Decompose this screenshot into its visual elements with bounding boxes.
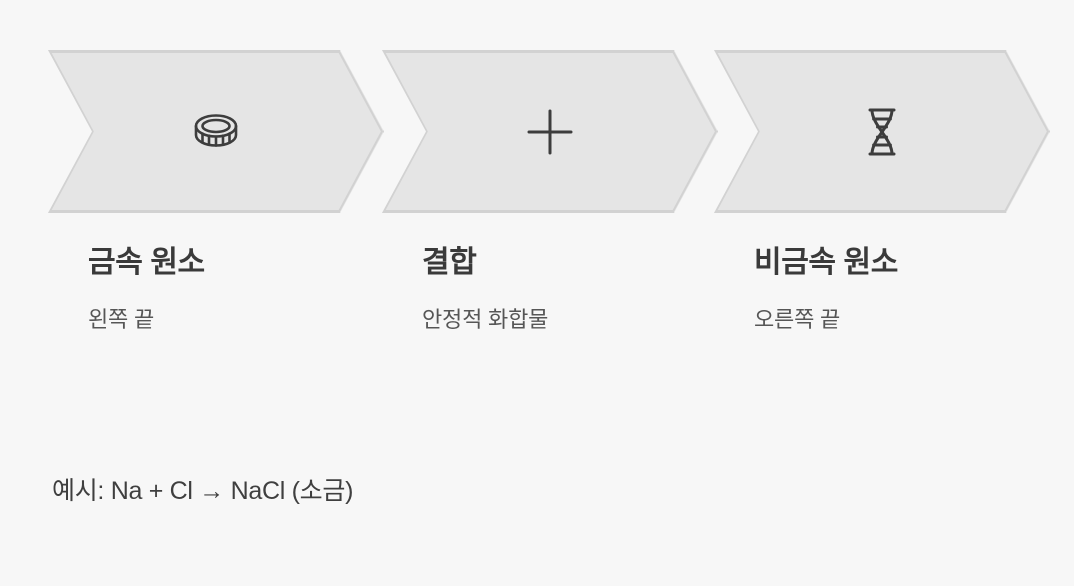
step-title-2: 결합 bbox=[422, 246, 477, 279]
step-caption-2: 결합 안정적 화합물 bbox=[422, 243, 758, 335]
process-step-2[interactable] bbox=[382, 50, 718, 213]
process-step-3[interactable] bbox=[714, 50, 1050, 213]
example-text: 예시: Na + Cl → NaCl (소금) bbox=[52, 477, 354, 505]
process-chevron-row bbox=[0, 50, 1074, 213]
coin-ring-icon bbox=[184, 100, 248, 164]
step-subtitle-2: 안정적 화합물 bbox=[422, 307, 549, 332]
process-step-1[interactable] bbox=[48, 50, 384, 213]
step-subtitle-1: 왼쪽 끝 bbox=[88, 307, 155, 332]
plus-icon bbox=[518, 100, 582, 164]
step-title-3: 비금속 원소 bbox=[754, 246, 898, 279]
step-title-1: 금속 원소 bbox=[88, 246, 205, 279]
step-caption-3: 비금속 원소 오른쪽 끝 bbox=[754, 243, 1074, 335]
dna-helix-icon bbox=[850, 100, 914, 164]
step-subtitle-3: 오른쪽 끝 bbox=[754, 307, 841, 332]
step-caption-1: 금속 원소 왼쪽 끝 bbox=[88, 243, 424, 335]
